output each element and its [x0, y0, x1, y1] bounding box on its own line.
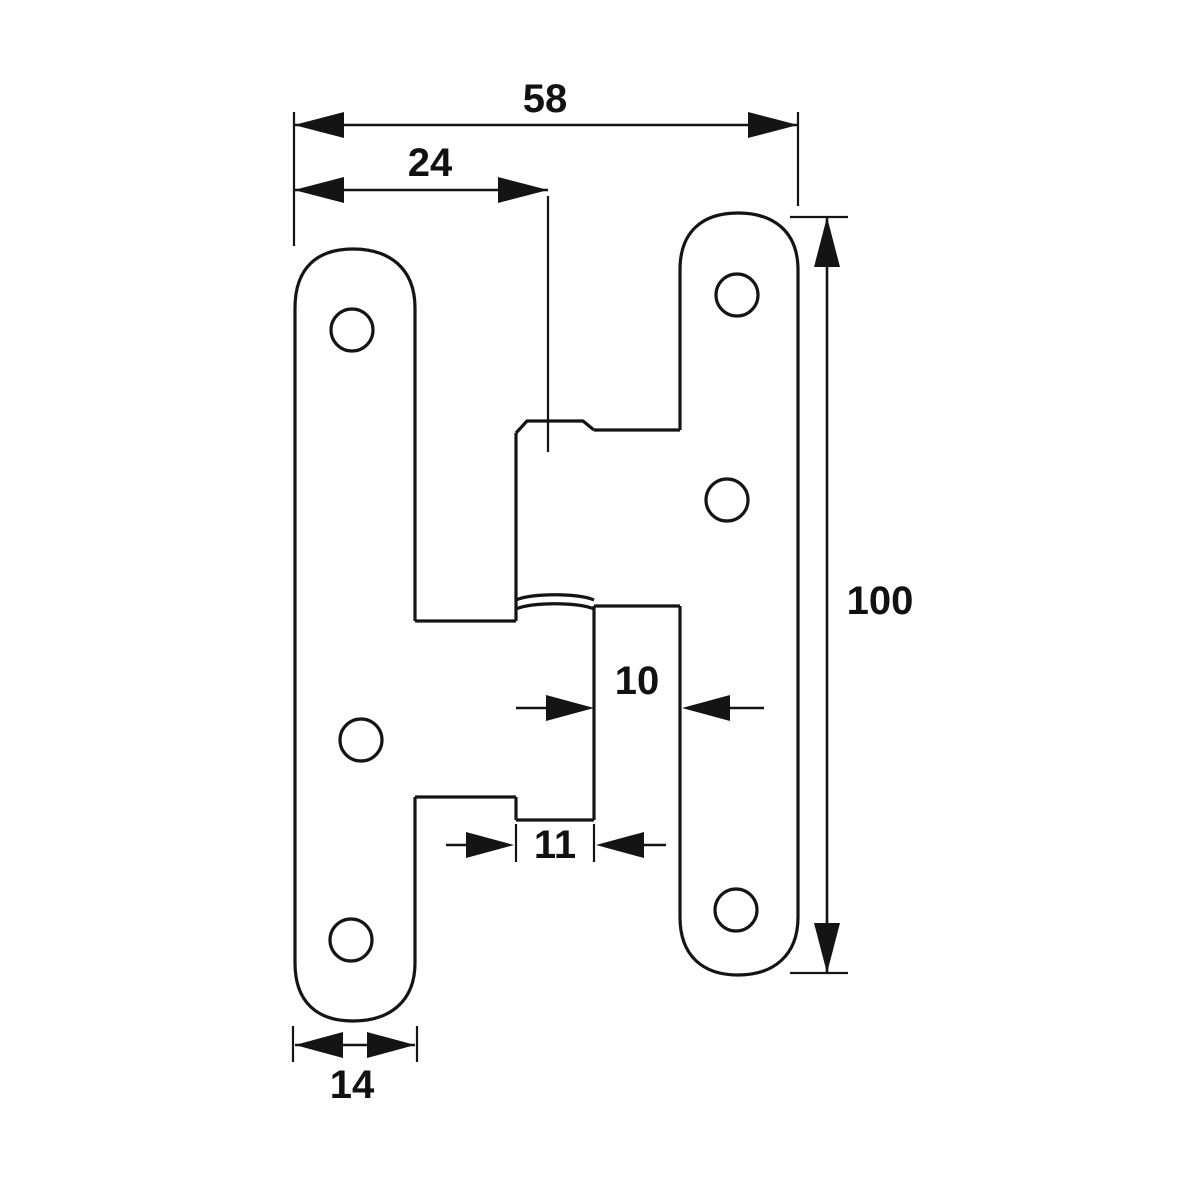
- dim-arrow-100-top: [814, 217, 840, 267]
- pin-barrel-top-edge: [514, 419, 596, 435]
- dim-label-height: 100: [847, 579, 914, 623]
- dim-label-leaf-width: 14: [330, 1063, 375, 1107]
- dim-arrow-58-right: [748, 112, 798, 138]
- dim-label-pin-gap: 10: [615, 659, 660, 703]
- dim-label-edge-to-pin: 24: [408, 141, 453, 185]
- dim-arrow-24-right: [498, 177, 548, 203]
- dim-arrow-11-left: [466, 832, 514, 858]
- knuckle-joint-line-upper: [515, 593, 595, 602]
- dim-arrow-10-right: [682, 695, 730, 721]
- dim-arrow-14-left: [295, 1032, 343, 1058]
- screw-hole-left-bottom: [328, 917, 374, 963]
- screw-hole-right-top: [714, 272, 760, 318]
- right-leaf-outline: [678, 211, 800, 977]
- knuckle-joint-line-lower: [515, 602, 595, 611]
- dim-arrow-24-left: [294, 177, 344, 203]
- screw-hole-right-middle: [704, 477, 750, 523]
- dim-label-total-width: 58: [523, 77, 568, 121]
- dim-arrow-14-right: [367, 1032, 415, 1058]
- dim-arrow-100-bottom: [814, 923, 840, 973]
- screw-hole-right-bottom: [713, 887, 759, 933]
- dim-arrow-10-left: [546, 695, 594, 721]
- dim-label-knuckle-width: 11: [534, 823, 576, 867]
- screw-hole-left-top: [329, 307, 375, 353]
- dim-arrow-11-right: [596, 832, 644, 858]
- left-leaf-outline: [293, 247, 417, 1023]
- dim-arrow-58-left: [294, 112, 344, 138]
- screw-hole-left-middle: [338, 717, 384, 763]
